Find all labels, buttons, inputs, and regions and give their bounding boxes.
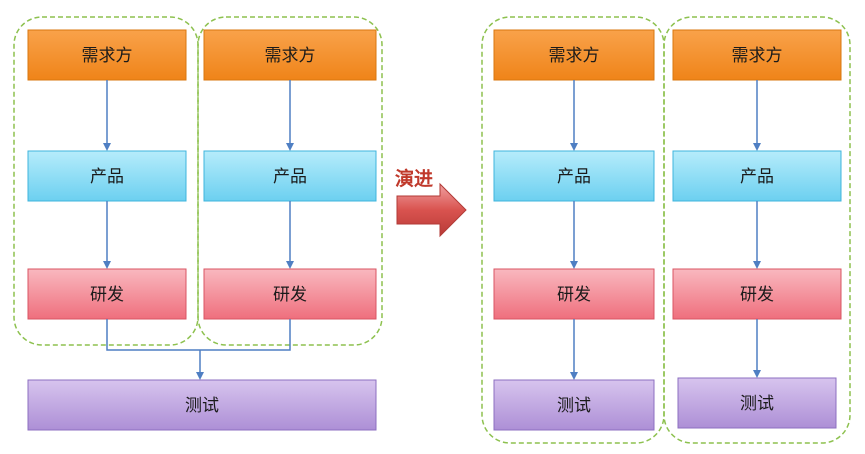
left-merge-connector [106, 319, 291, 351]
left-team-1-demand-box [27, 29, 187, 81]
right-team-2-test-label: 测试 [740, 394, 774, 414]
right-team-2-demand-label: 需求方 [732, 46, 783, 66]
right-team-2-test-box [677, 377, 837, 429]
left-team-2-product-box [203, 150, 377, 202]
right-team-2-dev-label: 研发 [740, 285, 774, 305]
right-team-2-group [663, 16, 851, 444]
left-team-2-dev-box [203, 268, 377, 320]
evolve-arrow-icon [396, 182, 467, 238]
right-team-1-product-box [493, 150, 655, 202]
right-team-2-product-label: 产品 [740, 167, 774, 187]
right-team-1-test-box [493, 379, 655, 431]
left-team-2-demand-box [203, 29, 377, 81]
left-team-1-demand-label: 需求方 [82, 46, 133, 66]
right-team-1-product-label: 产品 [557, 167, 591, 187]
left-shared-test-box [27, 379, 377, 431]
left-team-2-group [197, 16, 383, 346]
evolve-label: 演进 [395, 167, 433, 190]
left-team-1-dev-label: 研发 [90, 285, 124, 305]
left-team-2-dev-label: 研发 [273, 285, 307, 305]
right-team-1-dev-box [493, 268, 655, 320]
left-team-2-demand-label: 需求方 [265, 46, 316, 66]
left-team-1-product-label: 产品 [90, 167, 124, 187]
left-team-2-product-label: 产品 [273, 167, 307, 187]
left-shared-test-label: 测试 [185, 396, 219, 416]
right-team-1-dev-label: 研发 [557, 285, 591, 305]
right-team-1-demand-label: 需求方 [549, 46, 600, 66]
left-team-1-dev-box [27, 268, 187, 320]
right-team-1-test-label: 测试 [557, 396, 591, 416]
right-team-1-group [481, 16, 665, 444]
right-team-1-demand-box [493, 29, 655, 81]
left-team-1-product-box [27, 150, 187, 202]
right-team-2-product-box [672, 150, 842, 202]
right-team-2-demand-box [672, 29, 842, 81]
